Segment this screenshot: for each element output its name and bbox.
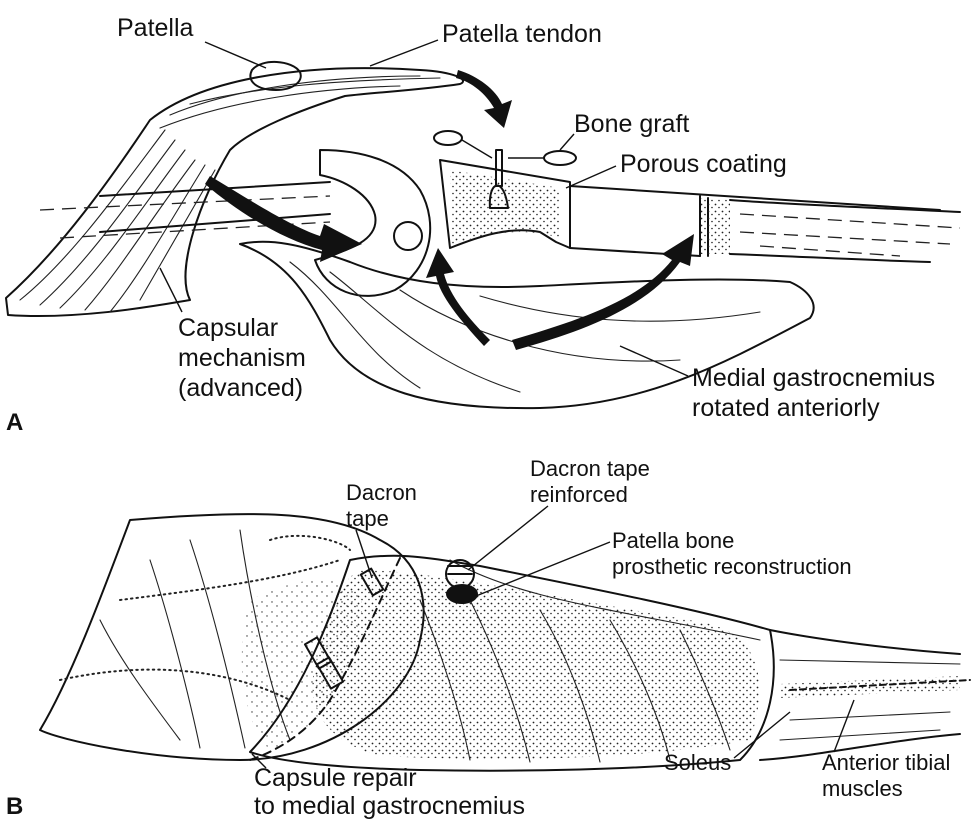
capsular-mechanism-label-line2: mechanism: [178, 344, 306, 372]
bone-graft-chips: [434, 131, 576, 165]
panel-a-letter: A: [6, 409, 23, 436]
dacron-reinforced-label-line1: Dacron tape: [530, 456, 650, 481]
lower-leg-drawing: [760, 630, 970, 760]
bone-graft-label: Bone graft: [574, 110, 689, 138]
panel-b-letter: B: [6, 793, 23, 820]
patella-label: Patella: [117, 14, 194, 42]
patella-tendon-leader: [370, 40, 438, 66]
dacron-reinforced-label-line2: reinforced: [530, 482, 628, 507]
capsule-repair-label-line1: Capsule repair: [254, 764, 417, 792]
dacron-tape-label-line1: Dacron: [346, 480, 417, 505]
anterior-tibial-leader: [834, 700, 854, 752]
medial-gastrocnemius-label-line1: Medial gastrocnemius: [692, 364, 935, 392]
bone-graft-leader: [560, 134, 574, 150]
medial-gastrocnemius-label-line2: rotated anteriorly: [692, 394, 880, 422]
soleus-label: Soleus: [664, 750, 731, 775]
dacron-tape-label-line2: tape: [346, 506, 389, 531]
dacron-reinforced-leader: [468, 506, 548, 570]
patella-reconstruction-label-line1: Patella bone: [612, 528, 734, 553]
patella-leader: [205, 42, 266, 68]
capsular-mechanism-label-line3: (advanced): [178, 374, 303, 402]
anterior-tibial-label-line1: Anterior tibial: [822, 750, 950, 775]
patella-tendon-label: Patella tendon: [442, 20, 602, 48]
capsule-repair-label-line2: to medial gastrocnemius: [254, 792, 525, 820]
porous-coating-leader: [566, 166, 616, 188]
patella-bone: [250, 62, 300, 90]
patella-reconstruction-label-line2: prosthetic reconstruction: [612, 554, 852, 579]
porous-coating-label: Porous coating: [620, 150, 787, 178]
capsular-mechanism-label-line1: Capsular: [178, 314, 278, 342]
panel-a: A Patella Patella tendon: [6, 14, 960, 436]
panel-b: B: [6, 456, 970, 820]
femur-drawing: [40, 150, 430, 296]
anterior-tibial-label-line2: muscles: [822, 776, 903, 801]
